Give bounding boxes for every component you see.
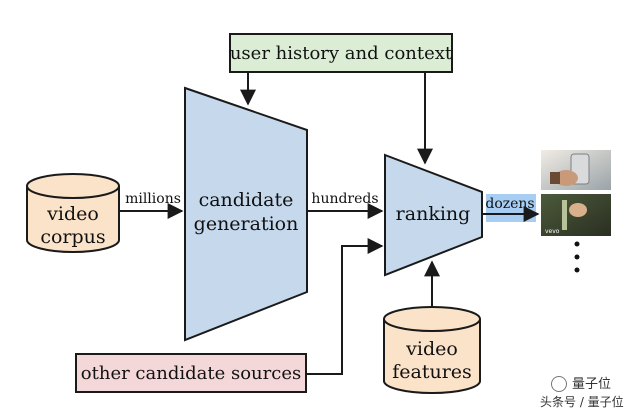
other-sources-label: other candidate sources [81,363,301,384]
output-thumbnail-1 [541,150,611,190]
watermark-logo-icon [551,376,567,392]
candidate-generation-label-line2: generation [194,213,299,235]
other-sources-node: other candidate sources [75,353,307,393]
user-history-node: user history and context [229,33,453,73]
candidate-generation-label-line1: candidate [199,189,294,211]
output-thumbnail-2: vevo [541,194,611,236]
video-corpus-node: video corpus [26,173,120,253]
edge-label-hundreds: hundreds [311,191,378,207]
ranking-node: ranking [384,153,483,277]
watermark-line2: 头条号 / 量子位 [540,395,624,409]
arrow-other-sources-to-ranking [306,238,384,375]
more-outputs-dots [574,241,580,273]
edge-label-millions: millions [125,191,181,207]
video-features-label-line2: features [392,361,472,383]
video-features-node: video features [383,306,481,394]
candidate-generation-node: candidate generation [184,86,308,342]
video-features-label-line1: video [405,338,458,360]
watermark-line1: 量子位 [572,377,612,392]
vevo-logo: vevo [545,228,560,235]
video-corpus-label-line1: video [46,203,99,225]
ranking-label: ranking [396,203,471,225]
user-history-label: user history and context [230,43,453,64]
edge-label-dozens: dozens [485,196,534,212]
video-corpus-label-line2: corpus [40,226,105,248]
